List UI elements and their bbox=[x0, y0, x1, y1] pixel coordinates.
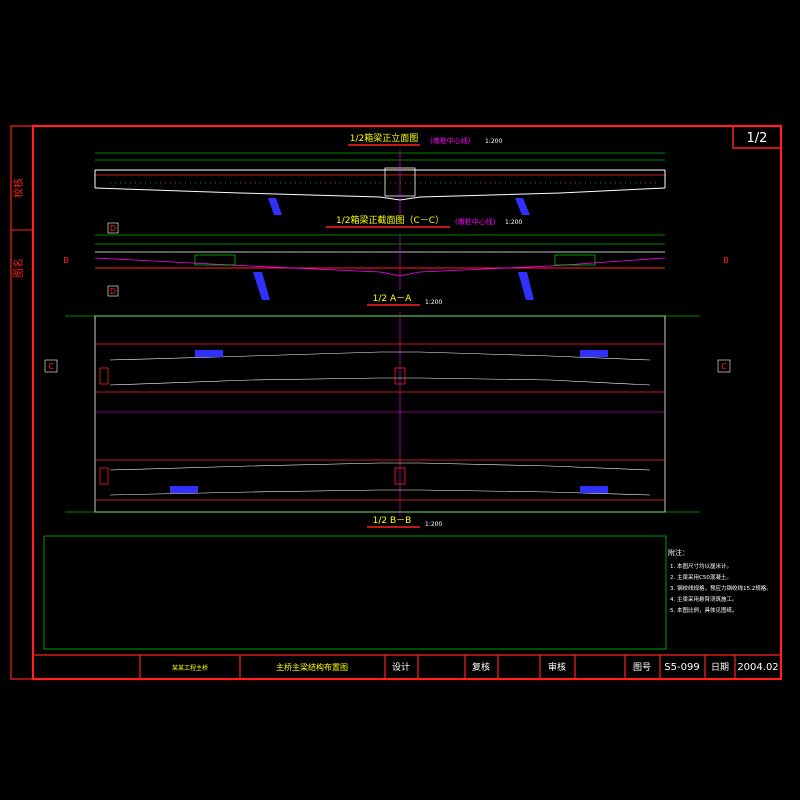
title-block-drawing-no: S5-099 bbox=[664, 662, 699, 673]
left-strip-check-label: 校核 bbox=[12, 178, 25, 198]
plan-aa-title: 1/2 A－A bbox=[373, 294, 413, 304]
title-block-drawing-no-label: 图号 bbox=[633, 662, 651, 673]
section-cc-view: 1/2箱梁正截面图（C－C） (墩桩中心线) 1:200 D D B B bbox=[63, 214, 729, 300]
title-block-design-label: 设计 bbox=[392, 661, 410, 673]
section-cc-subtitle: (墩桩中心线) bbox=[455, 217, 496, 226]
segment-table bbox=[43, 535, 667, 650]
note-3: 3. 钢绞线规格，预应力钢绞线15.2规格。 bbox=[670, 584, 772, 592]
section-cc-title: 1/2箱梁正截面图（C－C） bbox=[336, 214, 444, 226]
notes: 附注： 1. 本图尺寸均以厘米计。 2. 主梁采用C50混凝土。 3. 钢绞线规… bbox=[668, 548, 772, 614]
elevation-subtitle: (墩桩中心线) bbox=[430, 136, 471, 145]
section-mark-d-bottom: D bbox=[110, 287, 116, 296]
section-mark-b-right: B bbox=[723, 256, 729, 265]
plan-bb-title: 1/2 B－B bbox=[373, 516, 412, 526]
plan-bb-label: 1/2 B－B 1:200 bbox=[367, 516, 442, 528]
title-block-project: 某某工程主桥 bbox=[172, 664, 208, 672]
sheet-number: 1/2 bbox=[747, 131, 768, 146]
plan-bb-scale: 1:200 bbox=[425, 521, 442, 528]
left-strip-name-label: 图名 bbox=[12, 258, 25, 278]
note-5: 5. 本图比例，具体见图纸。 bbox=[670, 606, 738, 614]
elevation-scale: 1:200 bbox=[485, 138, 502, 145]
elevation-title: 1/2箱梁正立面图 bbox=[350, 132, 419, 144]
plan-aa-scale: 1:200 bbox=[425, 299, 442, 306]
note-4: 4. 主梁采用悬臂浇筑施工。 bbox=[670, 595, 738, 603]
drawing-frame bbox=[10, 124, 783, 681]
plan-aa-view: 1/2 A－A 1:200 C C bbox=[44, 294, 731, 516]
note-2: 2. 主梁采用C50混凝土。 bbox=[670, 573, 732, 581]
title-block-check-label: 复核 bbox=[472, 661, 490, 673]
left-strip: 校核 图名 bbox=[12, 178, 25, 278]
note-1: 1. 本图尺寸均以厘米计。 bbox=[670, 562, 732, 570]
title-block-review-label: 审核 bbox=[548, 661, 566, 673]
title-block-drawing-title: 主桥主梁结构布置图 bbox=[276, 662, 348, 672]
section-cc-scale: 1:200 bbox=[505, 219, 522, 226]
notes-heading: 附注： bbox=[668, 548, 689, 557]
title-block-date: 2004.02 bbox=[737, 662, 778, 673]
elevation-view: 1/2箱梁正立面图 (墩桩中心线) 1:200 bbox=[94, 132, 666, 215]
title-block-date-label: 日期 bbox=[711, 662, 729, 673]
section-mark-c-right: C bbox=[721, 362, 727, 371]
title-block bbox=[33, 654, 781, 679]
section-mark-b-left: B bbox=[63, 256, 69, 265]
section-mark-d-top: D bbox=[110, 224, 116, 233]
section-mark-c-left: C bbox=[48, 362, 54, 371]
